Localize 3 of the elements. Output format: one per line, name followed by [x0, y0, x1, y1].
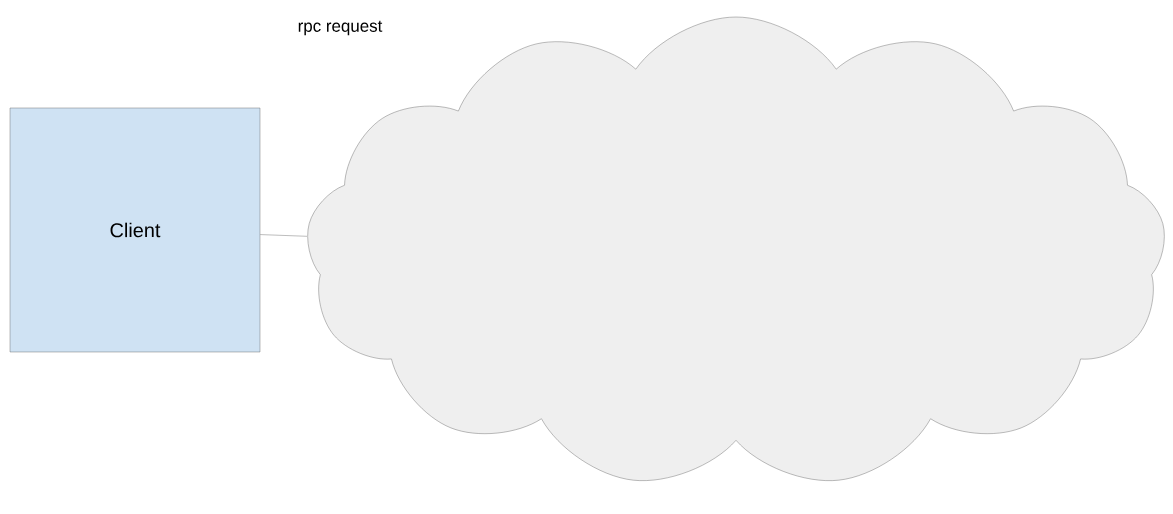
client-box: Client	[9, 107, 261, 353]
connector-line	[260, 234, 308, 237]
label-text: rpc request	[298, 20, 383, 36]
